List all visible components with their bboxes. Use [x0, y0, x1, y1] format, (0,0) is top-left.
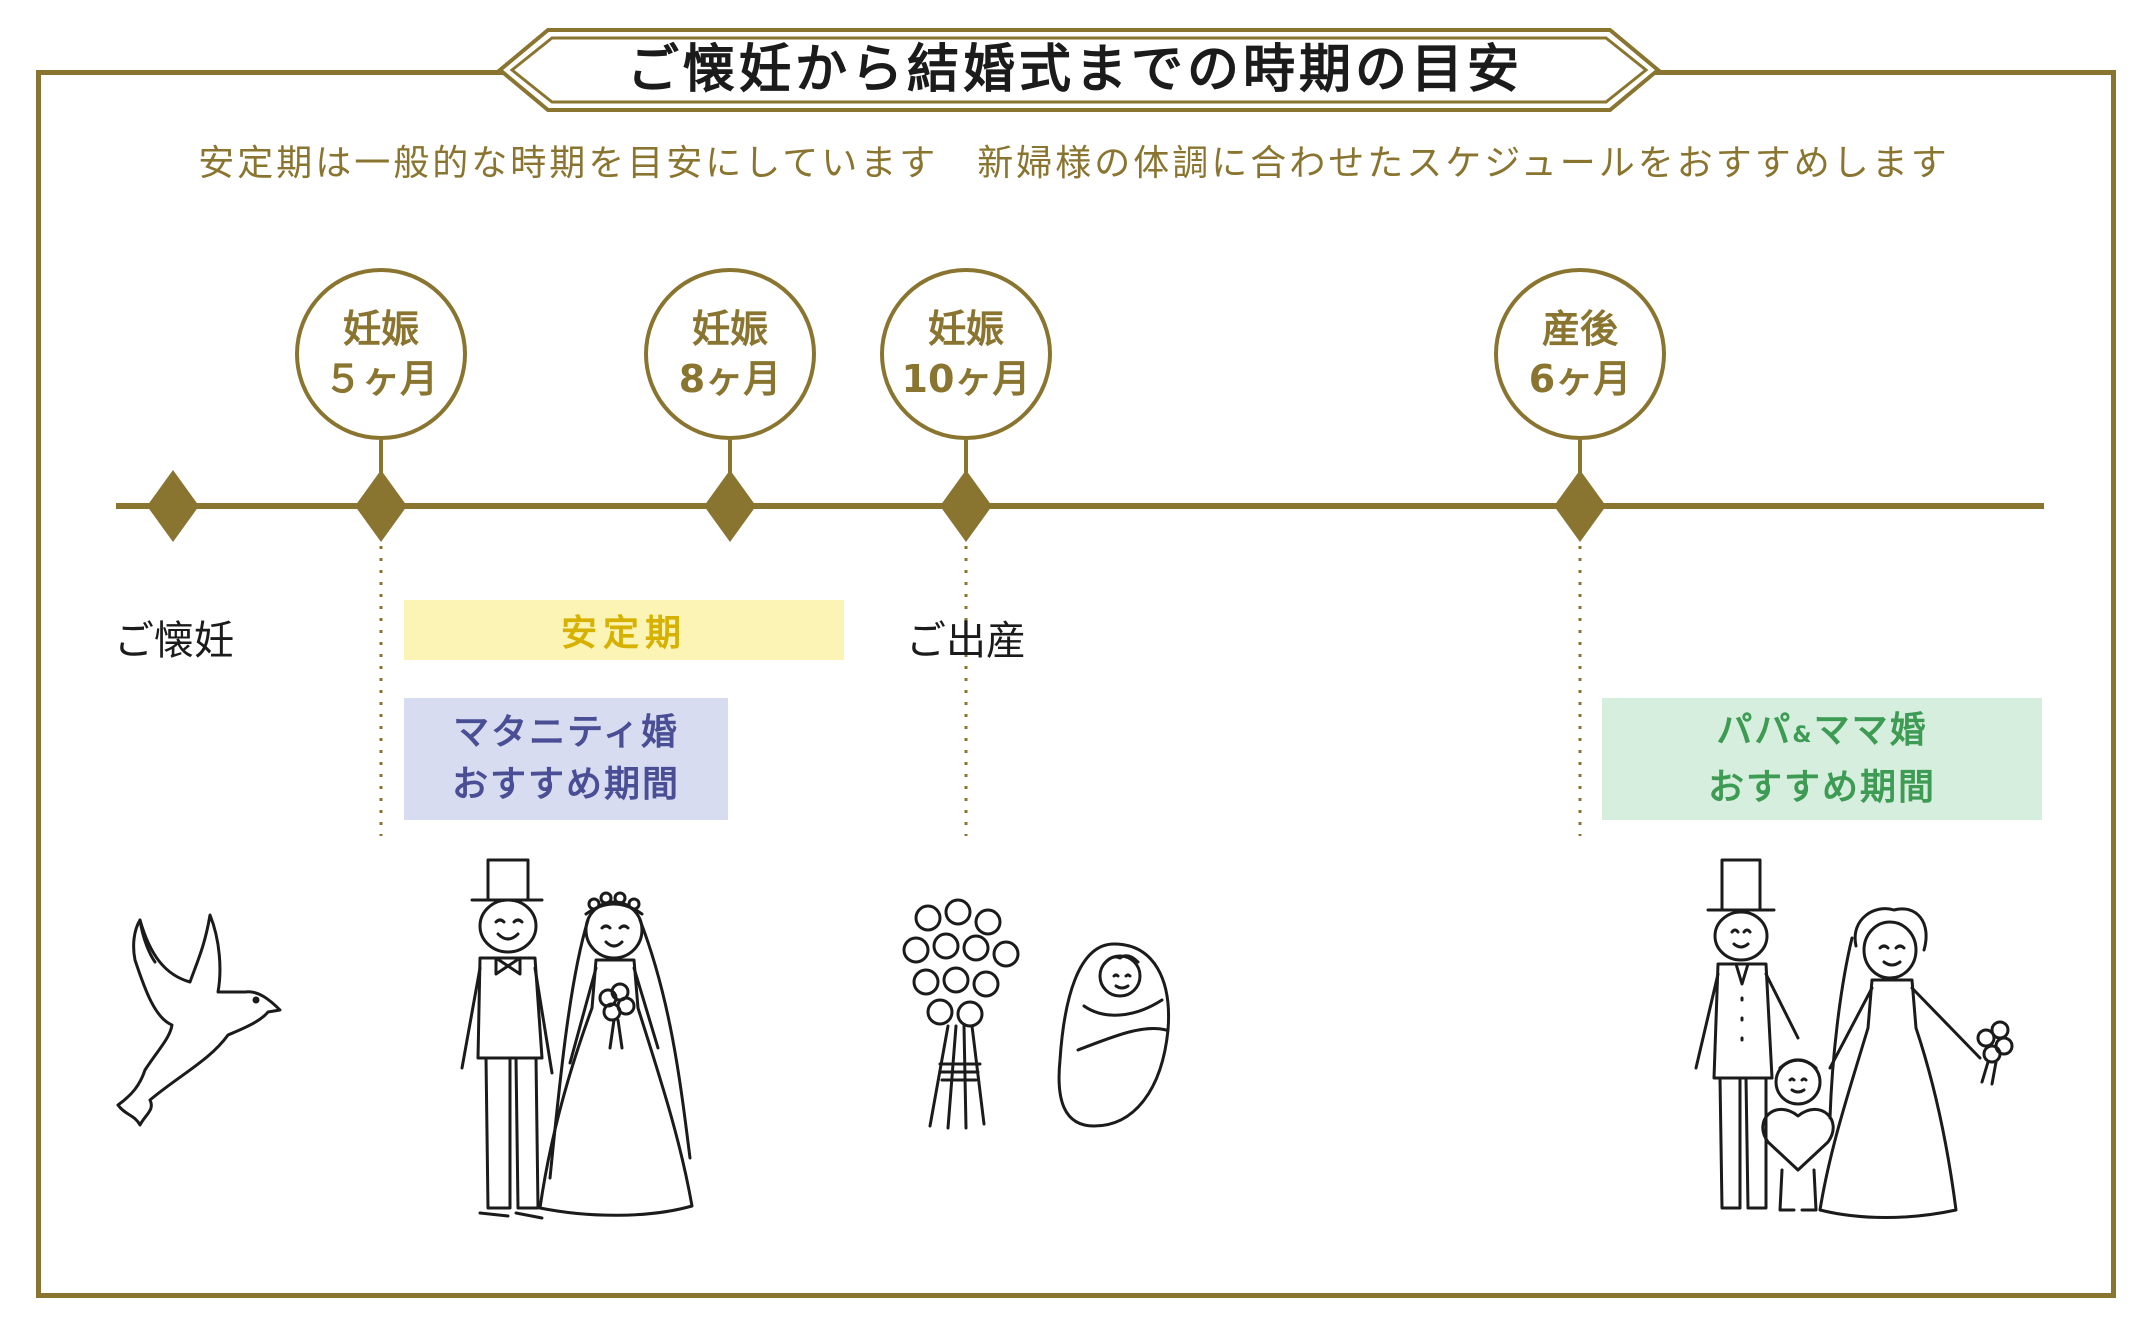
- timeline-diamond: [355, 470, 407, 542]
- maternity-wedding-box: マタニティ婚 おすすめ期間: [404, 698, 728, 820]
- baby-icon: [1057, 942, 1171, 1128]
- subtitle: 安定期は一般的な時期を目安にしています 新婦様の体調に合わせたスケジュールをおす…: [198, 143, 1950, 184]
- maternity-wedding-line1: マタニティ婚: [453, 712, 679, 753]
- timeline-diamond: [1554, 470, 1606, 542]
- event-birth: ご出産: [906, 618, 1026, 664]
- timeline-diamond: [704, 470, 756, 542]
- milestone-postpartum-6m: 産後 6ヶ月: [1494, 268, 1666, 440]
- milestone-label: 妊娠: [342, 307, 419, 351]
- milestone-label: 妊娠: [691, 307, 768, 351]
- stable-period-label: 安定期: [560, 613, 687, 654]
- papamama-wedding-line2: おすすめ期間: [1707, 766, 1936, 808]
- milestone-label: 8ヶ月: [678, 357, 782, 401]
- page-title: ご懐妊から結婚式までの時期の目安: [626, 39, 1523, 100]
- maternity-wedding-line2: おすすめ期間: [451, 764, 680, 805]
- event-conception: ご懐妊: [114, 618, 234, 664]
- title-banner: [496, 28, 1662, 112]
- bouquet-icon: [902, 898, 1020, 1130]
- milestone-label: 妊娠: [927, 307, 1004, 351]
- milestone-pregnancy-10m: 妊娠 10ヶ月: [880, 268, 1052, 440]
- milestone-label: 6ヶ月: [1528, 357, 1632, 401]
- papamama-wedding-line1: パパ&ママ婚: [1716, 709, 1928, 751]
- bride-groom-icon: [460, 858, 694, 1220]
- stable-period-band: 安定期: [404, 600, 844, 660]
- timeline-diamond: [147, 470, 199, 542]
- timeline-diamond: [940, 470, 992, 542]
- dove-icon: [116, 913, 282, 1127]
- milestone-label: 10ヶ月: [901, 357, 1031, 401]
- milestone-label: ５ヶ月: [323, 357, 438, 401]
- milestone-pregnancy-8m: 妊娠 8ヶ月: [644, 268, 816, 440]
- milestone-label: 産後: [1541, 307, 1618, 351]
- milestone-pregnancy-5m: 妊娠 ５ヶ月: [295, 268, 467, 440]
- family-icon: [1694, 858, 2014, 1219]
- papamama-wedding-box: パパ&ママ婚 おすすめ期間: [1602, 698, 2042, 820]
